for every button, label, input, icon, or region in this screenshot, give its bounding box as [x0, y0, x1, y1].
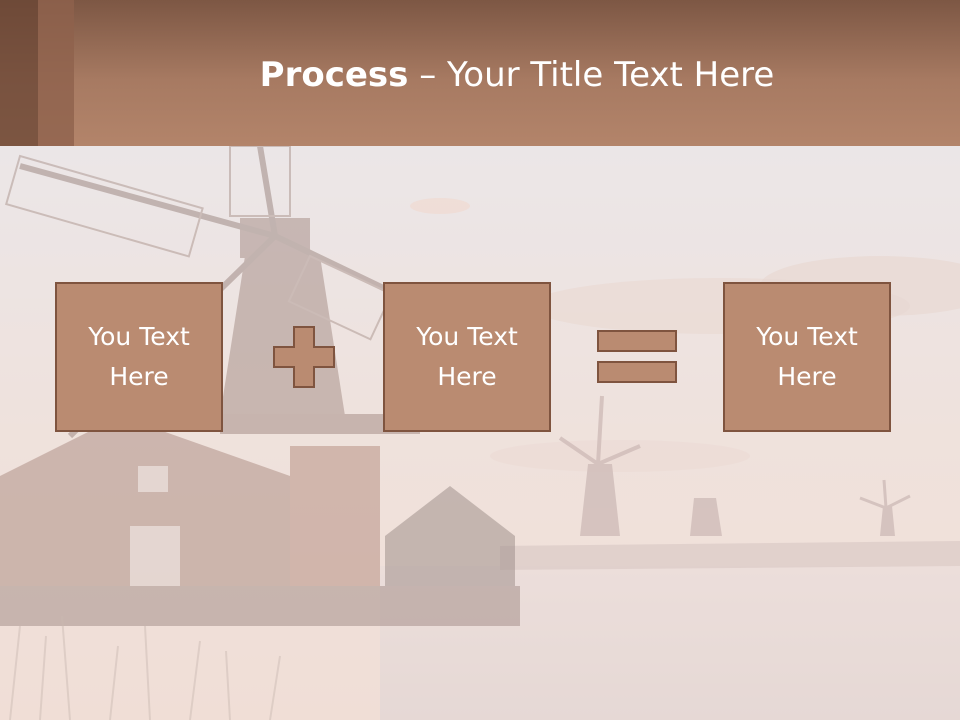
- title-dash: –: [408, 55, 448, 95]
- process-box-text: You Text Here: [88, 322, 190, 391]
- title-text: Your Title Text Here: [447, 55, 775, 95]
- equals-icon: [597, 330, 677, 383]
- process-box-2[interactable]: You Text Here: [383, 282, 551, 432]
- process-box-1[interactable]: You Text Here: [55, 282, 223, 432]
- plus-icon: [273, 326, 335, 388]
- slide-title[interactable]: Process – Your Title Text Here: [74, 52, 960, 98]
- header-accent-stripe: [0, 0, 38, 146]
- process-box-3[interactable]: You Text Here: [723, 282, 891, 432]
- process-box-text: You Text Here: [416, 322, 518, 391]
- title-bar: Process – Your Title Text Here: [0, 0, 960, 146]
- title-bold: Process: [259, 55, 409, 95]
- process-box-text: You Text Here: [756, 322, 858, 391]
- windmill-background-image: [0, 146, 960, 720]
- header-accent-stripe: [38, 0, 74, 146]
